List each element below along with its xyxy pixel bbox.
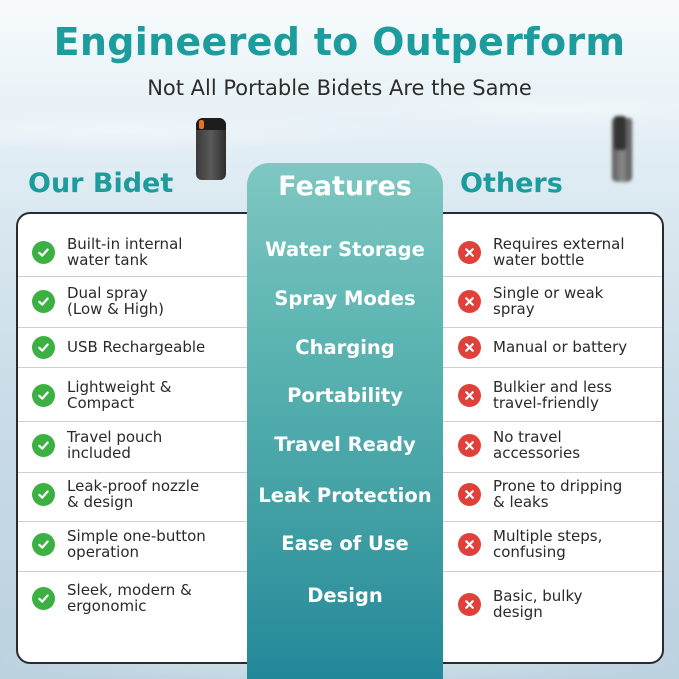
our-bidet-cell: USB Rechargeable	[32, 331, 244, 363]
others-text: Basic, bulky design	[493, 587, 583, 621]
others-cell: Bulkier and less travel-friendly	[458, 379, 658, 411]
our-bidet-cell: Dual spray (Low & High)	[32, 285, 244, 317]
feature-label: Portability	[287, 384, 403, 407]
check-circle-icon	[32, 532, 55, 556]
our-bidet-cell: Leak-proof nozzle & design	[32, 478, 244, 510]
check-circle-icon	[32, 335, 55, 359]
check-circle-icon	[32, 433, 55, 457]
others-cell: Requires external water bottle	[458, 236, 658, 268]
others-cell: Manual or battery	[458, 331, 658, 363]
others-cell: Multiple steps, confusing	[458, 528, 658, 560]
others-text: Single or weak spray	[493, 284, 604, 318]
check-circle-icon	[32, 383, 55, 407]
feature-label: Spray Modes	[274, 287, 416, 310]
feature-label: Design	[307, 584, 383, 607]
x-circle-icon	[458, 240, 481, 264]
check-circle-icon	[32, 289, 55, 313]
our-bidet-cell: Simple one-button operation	[32, 528, 244, 560]
others-text: Bulkier and less travel-friendly	[493, 378, 612, 412]
feature-label: Ease of Use	[281, 532, 409, 555]
feature-label: Leak Protection	[258, 484, 432, 507]
others-cell: Prone to dripping & leaks	[458, 478, 658, 510]
x-circle-icon	[458, 433, 481, 457]
column-header-features: Features	[278, 171, 412, 202]
our-bidet-text: USB Rechargeable	[67, 338, 206, 356]
feature-label: Water Storage	[265, 238, 425, 261]
column-header-our-bidet: Our Bidet	[28, 168, 174, 199]
features-column	[247, 163, 443, 679]
feature-label: Travel Ready	[274, 433, 416, 456]
x-circle-icon	[458, 335, 481, 359]
our-bidet-text: Built-in internal water tank	[67, 235, 183, 269]
our-bidet-cell: Built-in internal water tank	[32, 236, 244, 268]
page-title: Engineered to Outperform	[53, 20, 626, 64]
check-circle-icon	[32, 586, 55, 610]
our-bidet-text: Dual spray (Low & High)	[67, 284, 164, 318]
our-bidet-product-image	[196, 118, 226, 180]
others-text: No travel accessories	[493, 428, 581, 462]
our-bidet-text: Simple one-button operation	[67, 527, 206, 561]
our-bidet-text: Lightweight & Compact	[67, 378, 172, 412]
others-text: Multiple steps, confusing	[493, 527, 603, 561]
our-bidet-cell: Lightweight & Compact	[32, 379, 244, 411]
x-circle-icon	[458, 592, 481, 616]
others-cell: Basic, bulky design	[458, 588, 658, 620]
others-text: Requires external water bottle	[493, 235, 625, 269]
others-cell: Single or weak spray	[458, 285, 658, 317]
others-text: Prone to dripping & leaks	[493, 477, 623, 511]
column-header-others: Others	[460, 168, 563, 199]
x-circle-icon	[458, 532, 481, 556]
others-text: Manual or battery	[493, 338, 628, 356]
check-circle-icon	[32, 482, 55, 506]
our-bidet-text: Travel pouch included	[67, 428, 163, 462]
others-cell: No travel accessories	[458, 429, 658, 461]
our-bidet-text: Leak-proof nozzle & design	[67, 477, 200, 511]
page-subtitle: Not All Portable Bidets Are the Same	[147, 76, 532, 100]
x-circle-icon	[458, 482, 481, 506]
check-circle-icon	[32, 240, 55, 264]
our-bidet-cell: Travel pouch included	[32, 429, 244, 461]
other-bidet-product-image	[612, 116, 632, 182]
feature-label: Charging	[295, 336, 395, 359]
our-bidet-text: Sleek, modern & ergonomic	[67, 581, 192, 615]
x-circle-icon	[458, 289, 481, 313]
our-bidet-cell: Sleek, modern & ergonomic	[32, 582, 244, 614]
x-circle-icon	[458, 383, 481, 407]
